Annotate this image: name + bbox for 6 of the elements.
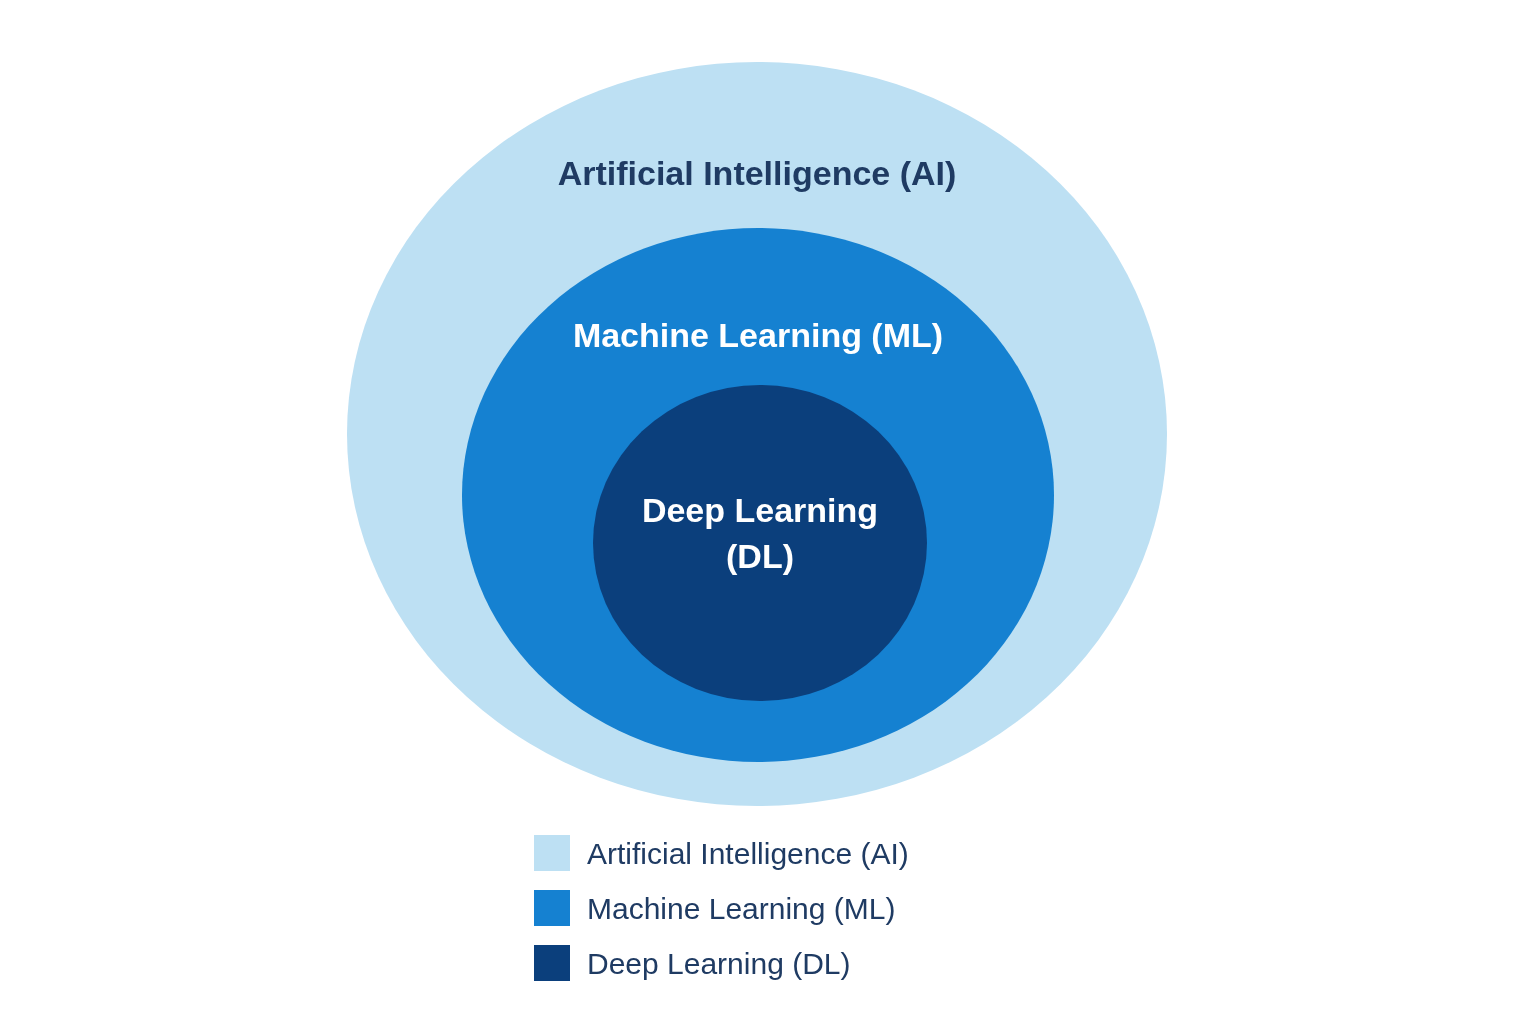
legend-label: Machine Learning (ML) bbox=[587, 890, 896, 927]
ellipse-label: Machine Learning (ML) bbox=[571, 315, 945, 356]
ellipse-label: Deep Learning (DL) bbox=[640, 490, 880, 577]
legend-label: Artificial Intelligence (AI) bbox=[587, 835, 909, 872]
ellipse-label: Artificial Intelligence (AI) bbox=[556, 153, 958, 194]
legend-label: Deep Learning (DL) bbox=[587, 945, 851, 982]
